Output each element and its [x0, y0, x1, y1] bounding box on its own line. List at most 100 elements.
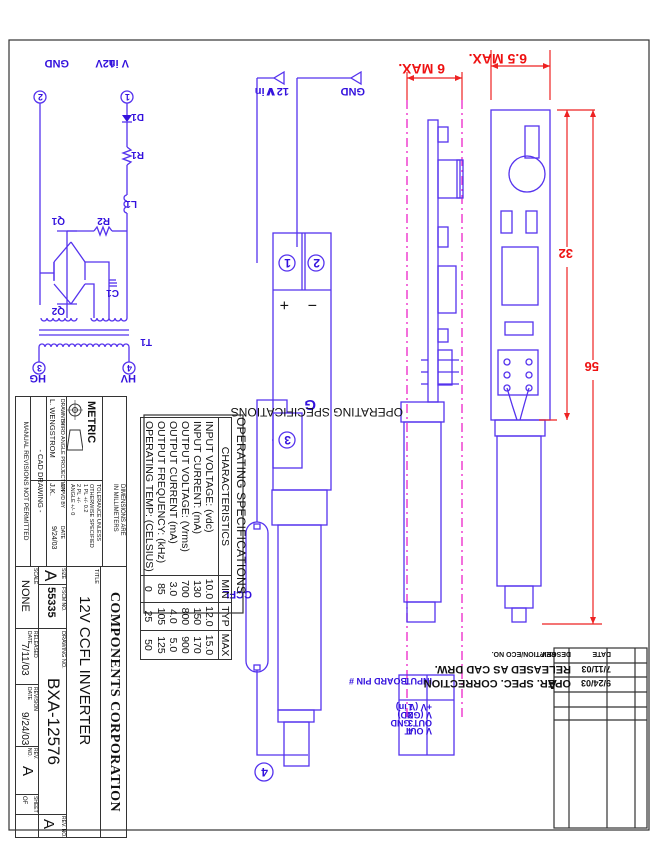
specs-table-lines [143, 414, 244, 614]
manual-note: MANUAL REVISIONS NOT PERMITTED [22, 421, 29, 541]
svg-text:4: 4 [261, 765, 268, 779]
wiring-view: GND 12 V V in 2 1 − + G 3 [222, 70, 366, 782]
svg-text:A: A [547, 677, 557, 692]
transistor-q2 [53, 283, 86, 305]
resistor-r2 [93, 225, 113, 237]
gnd-terminal [349, 70, 362, 86]
company-name: COMPONENTS CORPORATION [107, 591, 122, 813]
svg-text:DATE: DATE [592, 650, 611, 657]
revision-table: REV. DESCRIPTION/ECO NO. DATE RELEASED A… [424, 647, 648, 829]
svg-text:4: 4 [408, 726, 413, 736]
drawing-title: 12V CCFL INVERTER [76, 596, 93, 746]
lamp-end [283, 721, 310, 767]
specs-title: OPERATING SPECIFICATIONS [231, 405, 403, 419]
dim-width-top: 6.5 MAX. [469, 51, 527, 67]
svg-text:T1: T1 [140, 336, 152, 347]
svg-text:9/24/03: 9/24/03 [581, 678, 611, 688]
svg-text:Q1: Q1 [51, 215, 65, 226]
svg-text:HV: HV [120, 372, 136, 384]
tolerance-note: TOLERANCE UNLESS OTHERWISE SPECIFIED 1 P… [69, 484, 101, 548]
transformer-secondary [38, 343, 130, 348]
tube-cap [271, 489, 328, 526]
specs-block: OPERATING SPECIFICATIONS CHARACTERISTICS… [140, 417, 248, 660]
third-angle-projection-icon [67, 400, 83, 451]
plus-sign: + [280, 296, 289, 313]
svg-text:R2: R2 [97, 215, 110, 226]
svg-text:INPUT: INPUT [404, 676, 432, 686]
board-side-view: 6 MAX. [398, 61, 464, 720]
transistor-q1 [53, 241, 86, 263]
released-date: 7/11/03 [19, 643, 30, 676]
svg-text:GND: GND [45, 57, 70, 69]
svg-text:1: 1 [125, 92, 130, 102]
component-rect [525, 210, 538, 234]
pcb-outline [490, 109, 551, 421]
svg-text:1: 1 [408, 702, 413, 712]
drawing-size: A [41, 570, 60, 582]
specs-table: CHARACTERISTICS MIN TYP MAX INPUT VOLTAG… [140, 417, 232, 660]
diode-d1 [122, 115, 132, 122]
vin-terminal [272, 70, 285, 86]
svg-text:2: 2 [408, 710, 413, 720]
svg-text:3: 3 [408, 718, 413, 728]
svg-text:3: 3 [37, 363, 42, 373]
sheet-border [8, 39, 650, 831]
fscm-number: 55335 [45, 587, 57, 618]
metric-label: METRIC [85, 401, 97, 444]
component-rect [501, 246, 539, 306]
minus-sign: − [308, 296, 317, 313]
approved-by: J.K. [48, 483, 57, 496]
svg-text:Q2: Q2 [51, 305, 65, 316]
svg-text:V in: V in [109, 57, 129, 69]
drawing-number: BXA-12576 [44, 678, 63, 765]
svg-text:1: 1 [284, 256, 291, 270]
svg-text:V OUT: V OUT [404, 726, 432, 736]
svg-text:OUT GND: OUT GND [390, 718, 432, 728]
svg-text:D1: D1 [131, 111, 144, 122]
vin-sub-label: V in [255, 85, 275, 97]
connector [497, 349, 539, 396]
transformer-primary [90, 317, 128, 322]
specs-header-max: MAX [218, 630, 232, 660]
scale-value: NONE [19, 580, 31, 612]
specs-header-min: MIN [218, 575, 232, 603]
svg-text:3: 3 [284, 433, 291, 447]
svg-text:12V: 12V [95, 57, 115, 69]
specs-heading: OPERATING SPECIFICATIONS [234, 417, 248, 595]
svg-text:2: 2 [313, 256, 320, 270]
drawn-date: 9/24/03 [50, 526, 57, 550]
drawn-by: L. WENGSTROM [48, 399, 57, 458]
dim-56: 56 [585, 359, 599, 374]
pcb-edge [427, 119, 439, 403]
title-block-panel: METRIC THIRD ANGLE PROJECTION DIMENSIONS… [15, 396, 127, 838]
projection-label: THIRD ANGLE PROJECTION [59, 418, 65, 492]
svg-text:RELEASED AS CAD DRW.: RELEASED AS CAD DRW. [435, 663, 571, 675]
svg-text:+V (V in): +V (V in) [396, 702, 432, 712]
resistor-r1 [121, 146, 133, 166]
pin-table: BOARD PIN # INPUT 1 2 3 4 +V (V in) V (G… [349, 674, 455, 756]
svg-text:BOARD PIN #: BOARD PIN # [349, 676, 407, 686]
pin4-marker [254, 762, 274, 782]
pin3-marker [278, 431, 296, 449]
schematic-pin4 [122, 361, 136, 375]
svg-text:DESCRIPTION/ECO NO.: DESCRIPTION/ECO NO. [492, 650, 571, 657]
svg-text:REV.: REV. [540, 650, 556, 657]
svg-text:R1: R1 [131, 149, 144, 160]
specs-table: OPERATING SPECIFICATIONS [231, 405, 403, 419]
revision-letter: A [40, 819, 57, 830]
lamp-end-cap [511, 607, 527, 623]
dim-width-side: 6 MAX. [398, 61, 445, 77]
dimensions-note: DIMENSIONS ARE IN MILLIMETERS [112, 484, 125, 536]
gnd-label: GND [341, 85, 366, 97]
component-rect [500, 210, 513, 234]
board-top-view: 6.5 MAX. 32 56 [469, 50, 602, 625]
pin2-marker [307, 254, 325, 272]
component-circle [508, 155, 546, 193]
pin1-marker [278, 254, 296, 272]
